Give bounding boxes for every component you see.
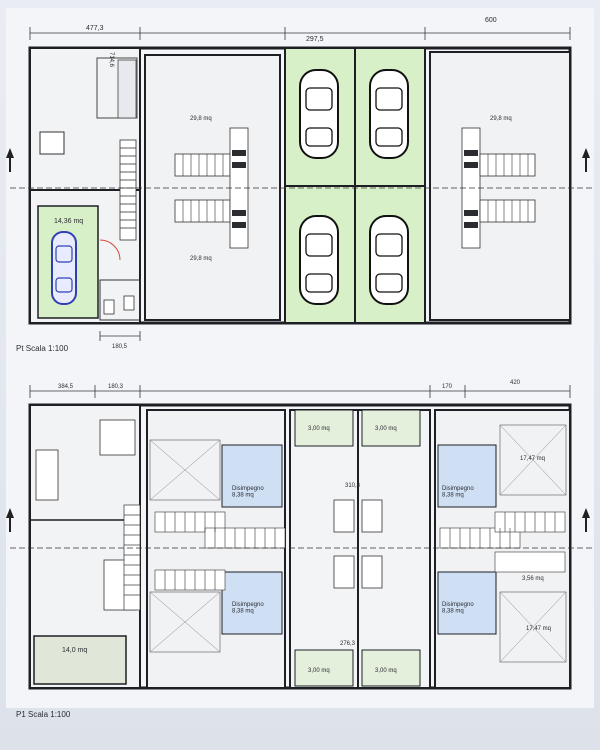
dim-top-right: 600 [485, 17, 497, 24]
room-right-top: 29,8 mq [490, 116, 512, 122]
first-disimpegno-tl [221, 444, 283, 508]
dim-bottom: 180,5 [112, 344, 128, 350]
room-p1-d: 3,00 mq [375, 668, 397, 674]
room-p1-c: 3,00 mq [308, 668, 330, 674]
dim-p1-top-mid: 180,3 [108, 384, 124, 390]
dim-p1-bottom: 276,3 [340, 641, 356, 647]
ground-top-dimensions [29, 27, 571, 40]
first-stair-left [123, 504, 141, 611]
first-disimpegno-bl [221, 571, 283, 635]
dim-top-left: 477,3 [86, 25, 104, 32]
room-p1-b: 3,00 mq [375, 426, 397, 432]
room-garage-area: 14,36 mq [54, 218, 83, 225]
dim-p1-top-left: 384,5 [58, 384, 74, 390]
ground-room-right [429, 51, 571, 321]
room-p1-r3: 3,56 mq [522, 576, 544, 582]
room-p1-bottom-left: 14,0 mq [62, 647, 87, 654]
dim-p1-top-r2: 420 [510, 380, 521, 386]
ground-left-stair [119, 139, 137, 241]
first-disimpegno-br [437, 571, 497, 635]
first-room-d [361, 649, 421, 687]
first-scale-label: P1 Scala 1:100 [16, 710, 71, 719]
dim-p1-top-r1: 170 [442, 384, 453, 390]
first-room-c [294, 649, 354, 687]
first-room-b [361, 409, 421, 447]
room-p1-a: 3,00 mq [308, 426, 330, 432]
first-floor-plan: 384,5 180,3 170 420 14,0 mq D [6, 380, 592, 690]
room-left-top: 29,8 mq [190, 116, 212, 122]
first-room-bottom-left [33, 635, 127, 685]
first-room-a [294, 409, 354, 447]
dim-top-mid: 297,5 [306, 36, 324, 43]
section-arrow-icon [6, 148, 590, 172]
ground-floor-plan: 477,3 297,5 600 14,36 mq [6, 17, 592, 350]
room-p1-r2: 17,47 mq [526, 626, 551, 632]
dim-left-wall: 714,6 [108, 52, 114, 68]
car-icon [51, 231, 77, 305]
ground-room-left [144, 54, 281, 321]
car-icon [299, 69, 409, 305]
first-top-dimensions [29, 385, 571, 398]
ground-scale-label: Pt Scala 1:100 [16, 344, 69, 353]
first-disimpegno-tr [437, 444, 497, 508]
room-left-bottom: 29,8 mq [190, 256, 212, 262]
room-p1-r1: 17,47 mq [520, 456, 545, 462]
dim-p1-mid: 310,3 [345, 483, 361, 489]
section-arrow-icon [6, 508, 590, 532]
